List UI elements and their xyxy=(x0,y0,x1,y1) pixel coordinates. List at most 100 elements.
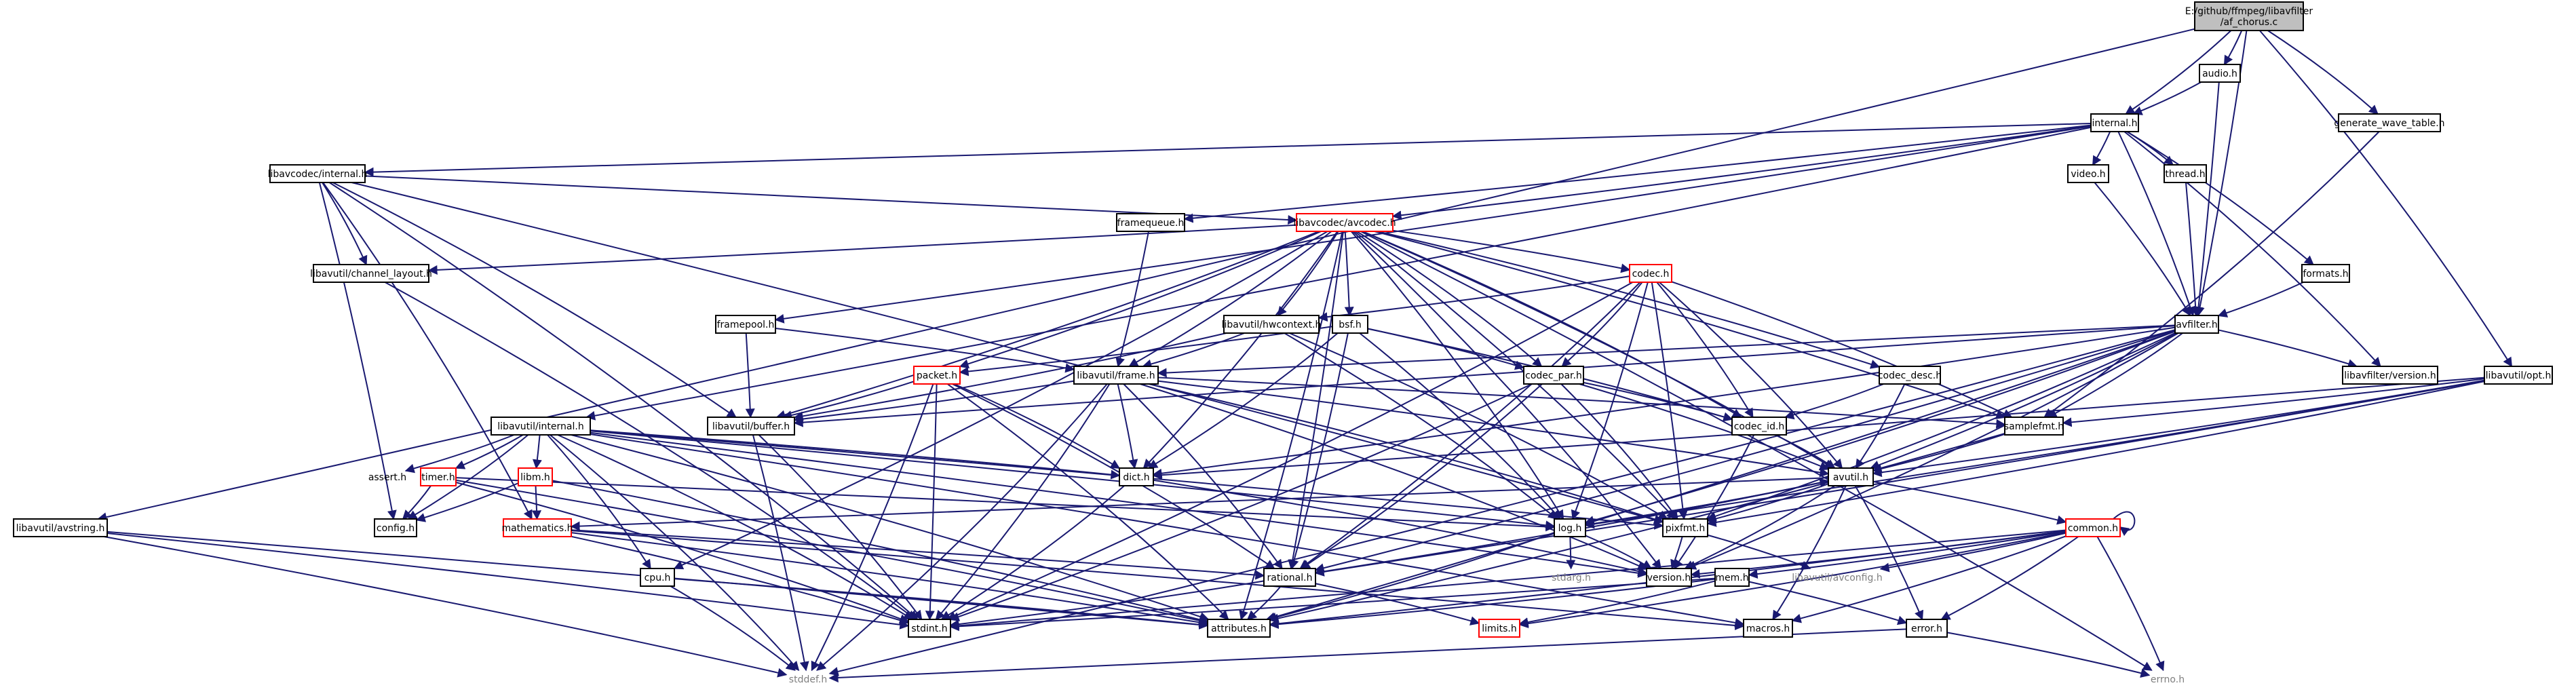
edge-common_h-to-version_h xyxy=(1690,530,2066,579)
node-box xyxy=(1207,619,1271,638)
node-libm-h[interactable]: libm.h xyxy=(518,467,553,486)
node-generate-wave-table-h[interactable]: generate_wave_table.h xyxy=(2334,113,2445,132)
node-libavcodec-internal-h[interactable]: libavcodec/internal.h xyxy=(268,164,368,183)
node-limits-h[interactable]: limits.h xyxy=(1478,619,1520,638)
node-bsf-h[interactable]: bsf.h xyxy=(1332,315,1368,334)
node-avfilter-h[interactable]: avfilter.h xyxy=(2174,315,2219,334)
node-codec-h[interactable]: codec.h xyxy=(1629,264,1672,283)
node-rational-h[interactable]: rational.h xyxy=(1263,568,1316,587)
edge-common_h-to-errno_h xyxy=(2096,536,2165,672)
node-libavutil-hwcontext-h[interactable]: libavutil/hwcontext.h xyxy=(1222,315,1322,334)
node-box xyxy=(707,417,795,436)
edge-libavutil_frame_h-to-samplefmt_h xyxy=(1157,377,2006,429)
node-libavutil-avstring-h[interactable]: libavutil/avstring.h xyxy=(13,518,108,537)
edge-root-to-libavutil_opt_h xyxy=(2259,30,2513,368)
node-libavutil-frame-h[interactable]: libavutil/frame.h xyxy=(1073,366,1159,385)
node-box xyxy=(2065,518,2121,537)
edge-codec_h-to-libavutil_hwcontext_h xyxy=(1318,275,1630,322)
node-box xyxy=(313,264,429,283)
node-thread-h[interactable]: thread.h xyxy=(2164,164,2207,183)
node-cpu-h[interactable]: cpu.h xyxy=(640,568,675,587)
node-label: audio.h xyxy=(2202,69,2237,79)
node-libavutil-buffer-h[interactable]: libavutil/buffer.h xyxy=(707,417,795,436)
node-box xyxy=(2164,164,2207,183)
node-stdarg-h[interactable]: stdarg.h xyxy=(1552,568,1591,586)
edge-avfilter_h-to-libavfilter_version_h xyxy=(2218,329,2358,368)
edge-audio_h-to-internal_h xyxy=(2132,81,2202,115)
node-formats-h[interactable]: formats.h xyxy=(2301,264,2350,283)
node-label: log.h xyxy=(1558,523,1582,534)
edge-libavutil_internal_h-to-cpu_h xyxy=(547,434,651,570)
node-macros-h[interactable]: macros.h xyxy=(1743,619,1793,638)
node-mem-h[interactable]: mem.h xyxy=(1714,568,1750,587)
node-libavutil-avconfig-h[interactable]: libavutil/avconfig.h xyxy=(1792,568,1882,586)
node-dict-h[interactable]: dict.h xyxy=(1119,467,1154,486)
node-codec-par-h[interactable]: codec_par.h xyxy=(1523,366,1584,385)
edge-libavutil_hwcontext_h-to-log_h xyxy=(1284,332,1558,520)
edge-internal_h-to-libavcodec_internal_h xyxy=(364,122,2092,177)
node-timer-h[interactable]: timer.h xyxy=(420,467,457,486)
node-label: timer.h xyxy=(421,472,455,483)
node-common-h[interactable]: common.h xyxy=(2065,518,2121,537)
node-label: mem.h xyxy=(1715,573,1748,583)
node-label: codec_par.h xyxy=(1525,370,1582,381)
node-error-h[interactable]: error.h xyxy=(1906,619,1948,638)
node-libavfilter-version-h[interactable]: libavfilter/version.h xyxy=(2342,366,2438,385)
node-label: codec_desc.h xyxy=(1878,370,1942,381)
node-stdint-h[interactable]: stdint.h xyxy=(908,619,951,638)
node-label: libavutil/avstring.h xyxy=(16,523,105,534)
edge-samplefmt_h-to-attributes_h xyxy=(1269,432,2005,623)
edge-dict_h-to-stdint_h xyxy=(940,485,1125,620)
node-codec-id-h[interactable]: codec_id.h xyxy=(1731,417,1787,436)
node-label: libavutil/frame.h xyxy=(1077,370,1155,381)
file-nodes: E:/github/ffmpeg/libavfilter/af_chorus.c… xyxy=(13,1,2553,688)
node-errno-h[interactable]: errno.h xyxy=(2149,670,2186,688)
node-label: avutil.h xyxy=(1833,472,1868,483)
node-box xyxy=(715,315,776,334)
edge-avutil_h-to-error_h xyxy=(1854,485,1924,621)
edge-avfilter_h-to-pixfmt_h xyxy=(1706,332,2176,521)
node-version-h[interactable]: version.h xyxy=(1646,568,1692,587)
edge-libavutil_opt_h-to-rational_h xyxy=(1314,380,2485,577)
edge-mathematics_h-to-rational_h xyxy=(571,529,1265,580)
node-libavutil-internal-h[interactable]: libavutil/internal.h xyxy=(491,417,591,436)
node-libavcodec-avcodec-h[interactable]: libavcodec/avcodec.h xyxy=(1293,213,1396,232)
edge-rational_h-to-attributes_h xyxy=(1246,585,1282,620)
edge-libavcodec_avcodec_h-to-libavutil_buffer_h xyxy=(775,231,1320,420)
node-framepool-h[interactable]: framepool.h xyxy=(715,315,776,334)
node-libavutil-opt-h[interactable]: libavutil/opt.h xyxy=(2484,366,2553,385)
edge-libavutil_opt_h-to-dict_h xyxy=(1152,377,2485,480)
edge-mem_h-to-limits_h xyxy=(1518,580,1716,627)
node-stddef-h[interactable]: stddef.h xyxy=(786,670,830,688)
node-pixfmt-h[interactable]: pixfmt.h xyxy=(1662,518,1708,537)
edge-root-to-generate_wave_table_h xyxy=(2267,30,2379,115)
node-codec-desc-h[interactable]: codec_desc.h xyxy=(1878,366,1942,385)
node-log-h[interactable]: log.h xyxy=(1554,518,1586,537)
edge-libavutil_frame_h-to-rational_h xyxy=(1123,383,1283,570)
node-label: libavcodec/internal.h xyxy=(268,169,368,180)
node-config-h[interactable]: config.h xyxy=(374,518,417,537)
edge-packet_h-to-stdint_h xyxy=(925,383,938,621)
node-libavutil-channel-layout-h[interactable]: libavutil/channel_layout.h xyxy=(310,264,432,283)
node-label: libavutil/channel_layout.h xyxy=(310,269,432,279)
node-avutil-h[interactable]: avutil.h xyxy=(1828,467,1874,486)
edge-avutil_h-to-version_h xyxy=(1684,485,1836,569)
node-root[interactable]: E:/github/ffmpeg/libavfilter/af_chorus.c xyxy=(2185,1,2313,31)
edge-libavutil_opt_h-to-pixfmt_h xyxy=(1706,381,2485,527)
node-framequeue-h[interactable]: framequeue.h xyxy=(1116,213,1185,232)
edge-formats_h-to-avfilter_h xyxy=(2217,282,2304,317)
node-assert-h[interactable]: assert.h xyxy=(368,468,406,486)
node-video-h[interactable]: video.h xyxy=(2067,164,2109,183)
node-samplefmt-h[interactable]: samplefmt.h xyxy=(2004,417,2064,436)
node-box xyxy=(374,518,417,537)
node-label: stdint.h xyxy=(911,623,947,634)
node-internal-h[interactable]: internal.h xyxy=(2090,113,2139,132)
node-mathematics-h[interactable]: mathematics.h xyxy=(501,518,573,537)
edge-bsf_h-to-dict_h xyxy=(1148,332,1339,469)
node-box xyxy=(13,518,108,537)
node-attributes-h[interactable]: attributes.h xyxy=(1207,619,1271,638)
node-label: thread.h xyxy=(2165,169,2205,180)
node-label: libavfilter/version.h xyxy=(2344,370,2436,381)
node-packet-h[interactable]: packet.h xyxy=(913,366,961,385)
node-audio-h[interactable]: audio.h xyxy=(2199,64,2241,83)
